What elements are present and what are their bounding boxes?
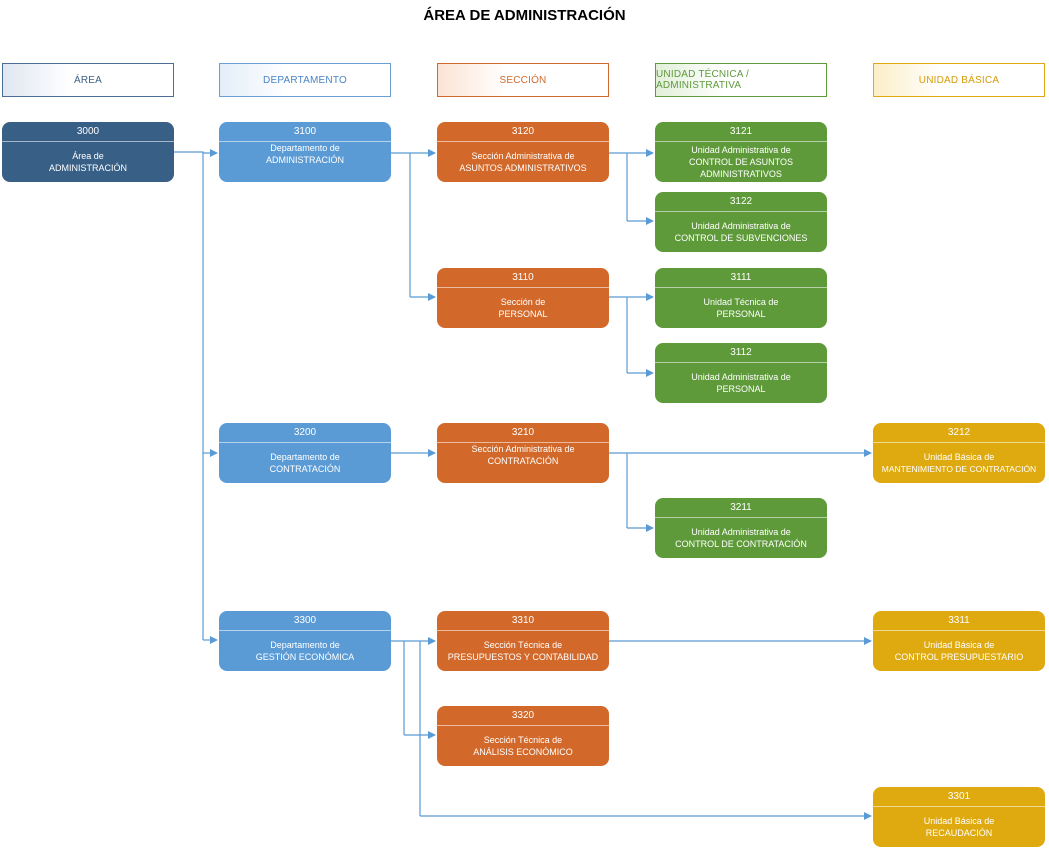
node-3000: 3000 Área de ADMINISTRACIÓN [2,122,174,182]
node-name-line: Sección de [500,297,546,307]
node-3111: 3111 Unidad Técnica de PERSONAL [655,268,827,328]
column-header-departamento: DEPARTAMENTO [219,63,391,97]
node-3100: 3100 Departamento de ADMINISTRACIÓN [219,122,391,182]
node-code: 3210 [437,423,609,443]
node-name: Unidad Básica de RECAUDACIÓN [873,807,1045,847]
node-name-line: CONTROL DE CONTRATACIÓN [675,539,807,549]
node-name: Unidad Administrativa de CONTROL DE ASUN… [655,142,827,182]
node-name-line: Departamento de [270,143,340,153]
node-3112: 3112 Unidad Administrativa de PERSONAL [655,343,827,403]
node-name-line: Sección Técnica de [483,735,563,745]
node-name: Área de ADMINISTRACIÓN [2,142,174,182]
node-name: Sección de PERSONAL [437,288,609,328]
node-3110: 3110 Sección de PERSONAL [437,268,609,328]
node-code: 3320 [437,706,609,726]
node-name: Sección Administrativa de CONTRATACIÓN [437,443,609,483]
node-name: Unidad Básica de MANTENIMIENTO DE CONTRA… [873,443,1045,483]
node-name-line: Sección Administrativa de [471,444,575,454]
node-code: 3121 [655,122,827,142]
column-header-unidad-tecnica: UNIDAD TÉCNICA / ADMINISTRATIVA [655,63,827,97]
node-name: Departamento de GESTIÓN ECONÓMICA [219,631,391,671]
node-3320: 3320 Sección Técnica de ANÁLISIS ECONÓMI… [437,706,609,766]
node-3211: 3211 Unidad Administrativa de CONTROL DE… [655,498,827,558]
node-code: 3112 [655,343,827,363]
node-code: 3120 [437,122,609,142]
node-name-line: MANTENIMIENTO DE CONTRATACIÓN [881,464,1037,474]
node-3121: 3121 Unidad Administrativa de CONTROL DE… [655,122,827,182]
node-code: 3000 [2,122,174,142]
node-name-line: CONTRATACIÓN [269,464,341,474]
node-name-line: Departamento de [270,640,340,650]
node-code: 3100 [219,122,391,142]
node-name: Sección Administrativa de ASUNTOS ADMINI… [437,142,609,182]
column-header-seccion: SECCIÓN [437,63,609,97]
node-name-line: ASUNTOS ADMINISTRATIVOS [459,163,587,173]
column-header-unidad-basica: UNIDAD BÁSICA [873,63,1045,97]
node-name-line: PERSONAL [498,309,548,319]
node-code: 3122 [655,192,827,212]
node-name-line: CONTRATACIÓN [487,456,559,466]
node-code: 3300 [219,611,391,631]
node-3122: 3122 Unidad Administrativa de CONTROL DE… [655,192,827,252]
node-name-line: Sección Técnica de [483,640,563,650]
node-code: 3200 [219,423,391,443]
node-name: Departamento de ADMINISTRACIÓN [219,142,391,182]
node-name-line: RECAUDACIÓN [925,828,993,838]
connector-3000-3100 [174,149,218,157]
node-name-line: ADMINISTRACIÓN [48,163,127,173]
node-name: Sección Técnica de PRESUPUESTOS Y CONTAB… [437,631,609,671]
node-3301: 3301 Unidad Básica de RECAUDACIÓN [873,787,1045,847]
node-code: 3301 [873,787,1045,807]
node-name-line: ADMINISTRACIÓN [265,155,344,165]
node-name: Departamento de CONTRATACIÓN [219,443,391,483]
node-name: Unidad Básica de CONTROL PRESUPUESTARIO [873,631,1045,671]
node-name-line: Unidad Técnica de [703,297,779,307]
node-name-line: PRESUPUESTOS Y CONTABILIDAD [447,652,599,662]
node-name: Unidad Administrativa de CONTROL DE CONT… [655,518,827,558]
node-name: Unidad Técnica de PERSONAL [655,288,827,328]
column-header-area: ÁREA [2,63,174,97]
node-name-line: Unidad Administrativa de [691,145,791,155]
node-name-line: ADMINISTRATIVOS [700,169,782,179]
node-name-line: Sección Administrativa de [471,151,575,161]
node-code: 3311 [873,611,1045,631]
node-name-line: CONTROL PRESUPUESTARIO [894,652,1024,662]
node-name-line: Unidad Básica de [923,640,995,650]
node-3210: 3210 Sección Administrativa de CONTRATAC… [437,423,609,483]
node-name-line: Área de [72,151,104,161]
node-3212: 3212 Unidad Básica de MANTENIMIENTO DE C… [873,423,1045,483]
node-3120: 3120 Sección Administrativa de ASUNTOS A… [437,122,609,182]
node-name-line: Unidad Administrativa de [691,221,791,231]
node-3310: 3310 Sección Técnica de PRESUPUESTOS Y C… [437,611,609,671]
node-3200: 3200 Departamento de CONTRATACIÓN [219,423,391,483]
node-code: 3212 [873,423,1045,443]
node-3300: 3300 Departamento de GESTIÓN ECONÓMICA [219,611,391,671]
node-name-line: Unidad Administrativa de [691,527,791,537]
chart-title: ÁREA DE ADMINISTRACIÓN [423,7,626,24]
node-code: 3211 [655,498,827,518]
node-name-line: Departamento de [270,452,340,462]
node-name-line: GESTIÓN ECONÓMICA [255,652,355,662]
node-name: Sección Técnica de ANÁLISIS ECONÓMICO [437,726,609,766]
node-3311: 3311 Unidad Básica de CONTROL PRESUPUEST… [873,611,1045,671]
node-name-line: PERSONAL [716,309,766,319]
node-code: 3111 [655,268,827,288]
node-name-line: PERSONAL [716,384,766,394]
node-code: 3310 [437,611,609,631]
node-name: Unidad Administrativa de PERSONAL [655,363,827,403]
node-code: 3110 [437,268,609,288]
node-name-line: ANÁLISIS ECONÓMICO [473,747,573,757]
node-name-line: Unidad Básica de [923,452,995,462]
node-name-line: CONTROL DE ASUNTOS [688,157,794,167]
node-name-line: Unidad Administrativa de [691,372,791,382]
node-name-line: CONTROL DE SUBVENCIONES [674,233,808,243]
node-name: Unidad Administrativa de CONTROL DE SUBV… [655,212,827,252]
node-name-line: Unidad Básica de [923,816,995,826]
